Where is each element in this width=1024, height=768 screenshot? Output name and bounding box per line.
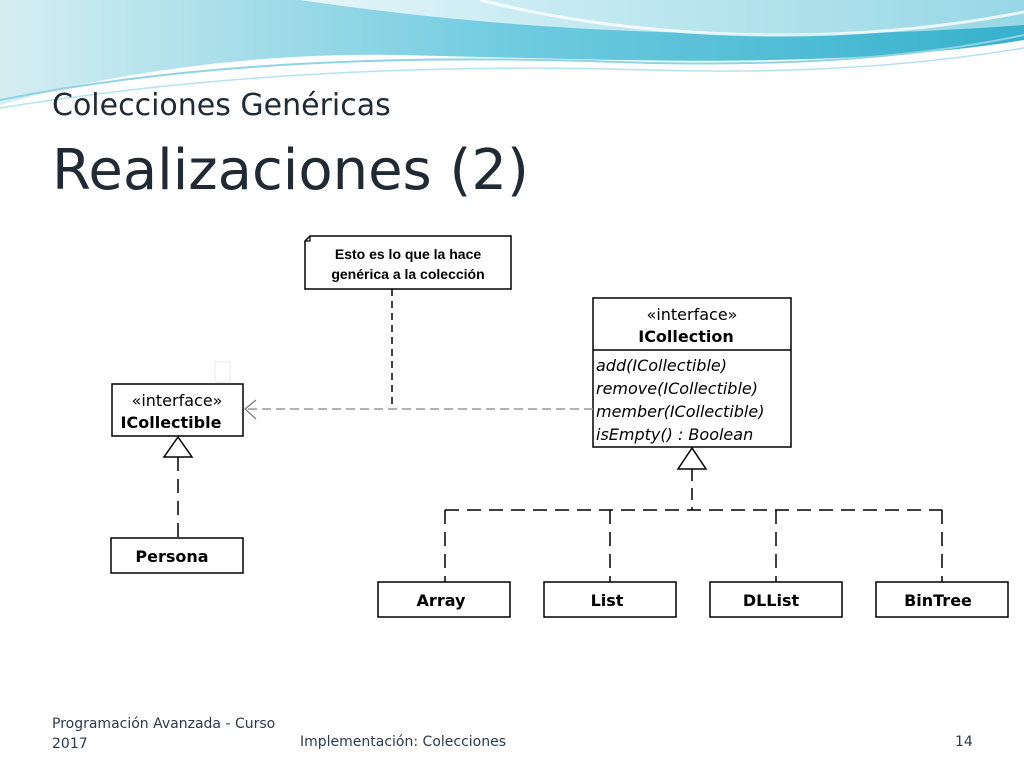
persona-class: Persona xyxy=(110,537,244,574)
icollection-method: add(ICollectible) xyxy=(596,356,727,375)
slide-subtitle: Colecciones Genéricas xyxy=(52,88,391,123)
icollectible-stereotype: «interface» xyxy=(132,391,223,410)
dependency-arrowhead xyxy=(244,399,257,420)
realization-triangle xyxy=(162,435,194,458)
persona-name: Persona xyxy=(135,547,208,566)
icollection-class: «interface» ICollection add(ICollectible… xyxy=(592,297,792,448)
icollection-name: ICollection xyxy=(638,327,734,346)
list-name: List xyxy=(591,591,624,610)
icollection-method: remove(ICollectible) xyxy=(596,379,758,398)
icollectible-class: «interface» ICollectible xyxy=(111,383,244,437)
list-class: List xyxy=(543,581,677,618)
marker-block xyxy=(214,361,231,383)
header-wave-decoration xyxy=(0,0,1024,109)
footer-page-number: 14 xyxy=(955,734,973,750)
icollection-method: member(ICollectible) xyxy=(596,402,764,421)
slide-title: Realizaciones (2) xyxy=(52,138,529,203)
icollectible-name: ICollectible xyxy=(121,413,222,432)
array-name: Array xyxy=(417,591,466,610)
array-class: Array xyxy=(377,581,511,618)
realization-triangle xyxy=(676,446,708,470)
dllist-name: DLList xyxy=(743,591,800,610)
footer-course: Programación Avanzada - Curso 2017 xyxy=(52,716,276,752)
note-line-2: genérica a la colección xyxy=(331,266,484,282)
mask-block xyxy=(110,672,243,706)
footer-topic: Implementación: Colecciones xyxy=(300,734,507,750)
icollection-method: isEmpty() : Boolean xyxy=(596,425,753,444)
dllist-class: DLList xyxy=(709,581,843,618)
icollection-stereotype: «interface» xyxy=(647,305,738,324)
note-line-1: Esto es lo que la hace xyxy=(335,246,481,262)
note-box: Esto es lo que la hace genérica a la col… xyxy=(304,235,512,290)
bintree-name: BinTree xyxy=(904,591,972,610)
mask-block xyxy=(95,292,270,326)
bintree-class: BinTree xyxy=(875,581,1009,618)
